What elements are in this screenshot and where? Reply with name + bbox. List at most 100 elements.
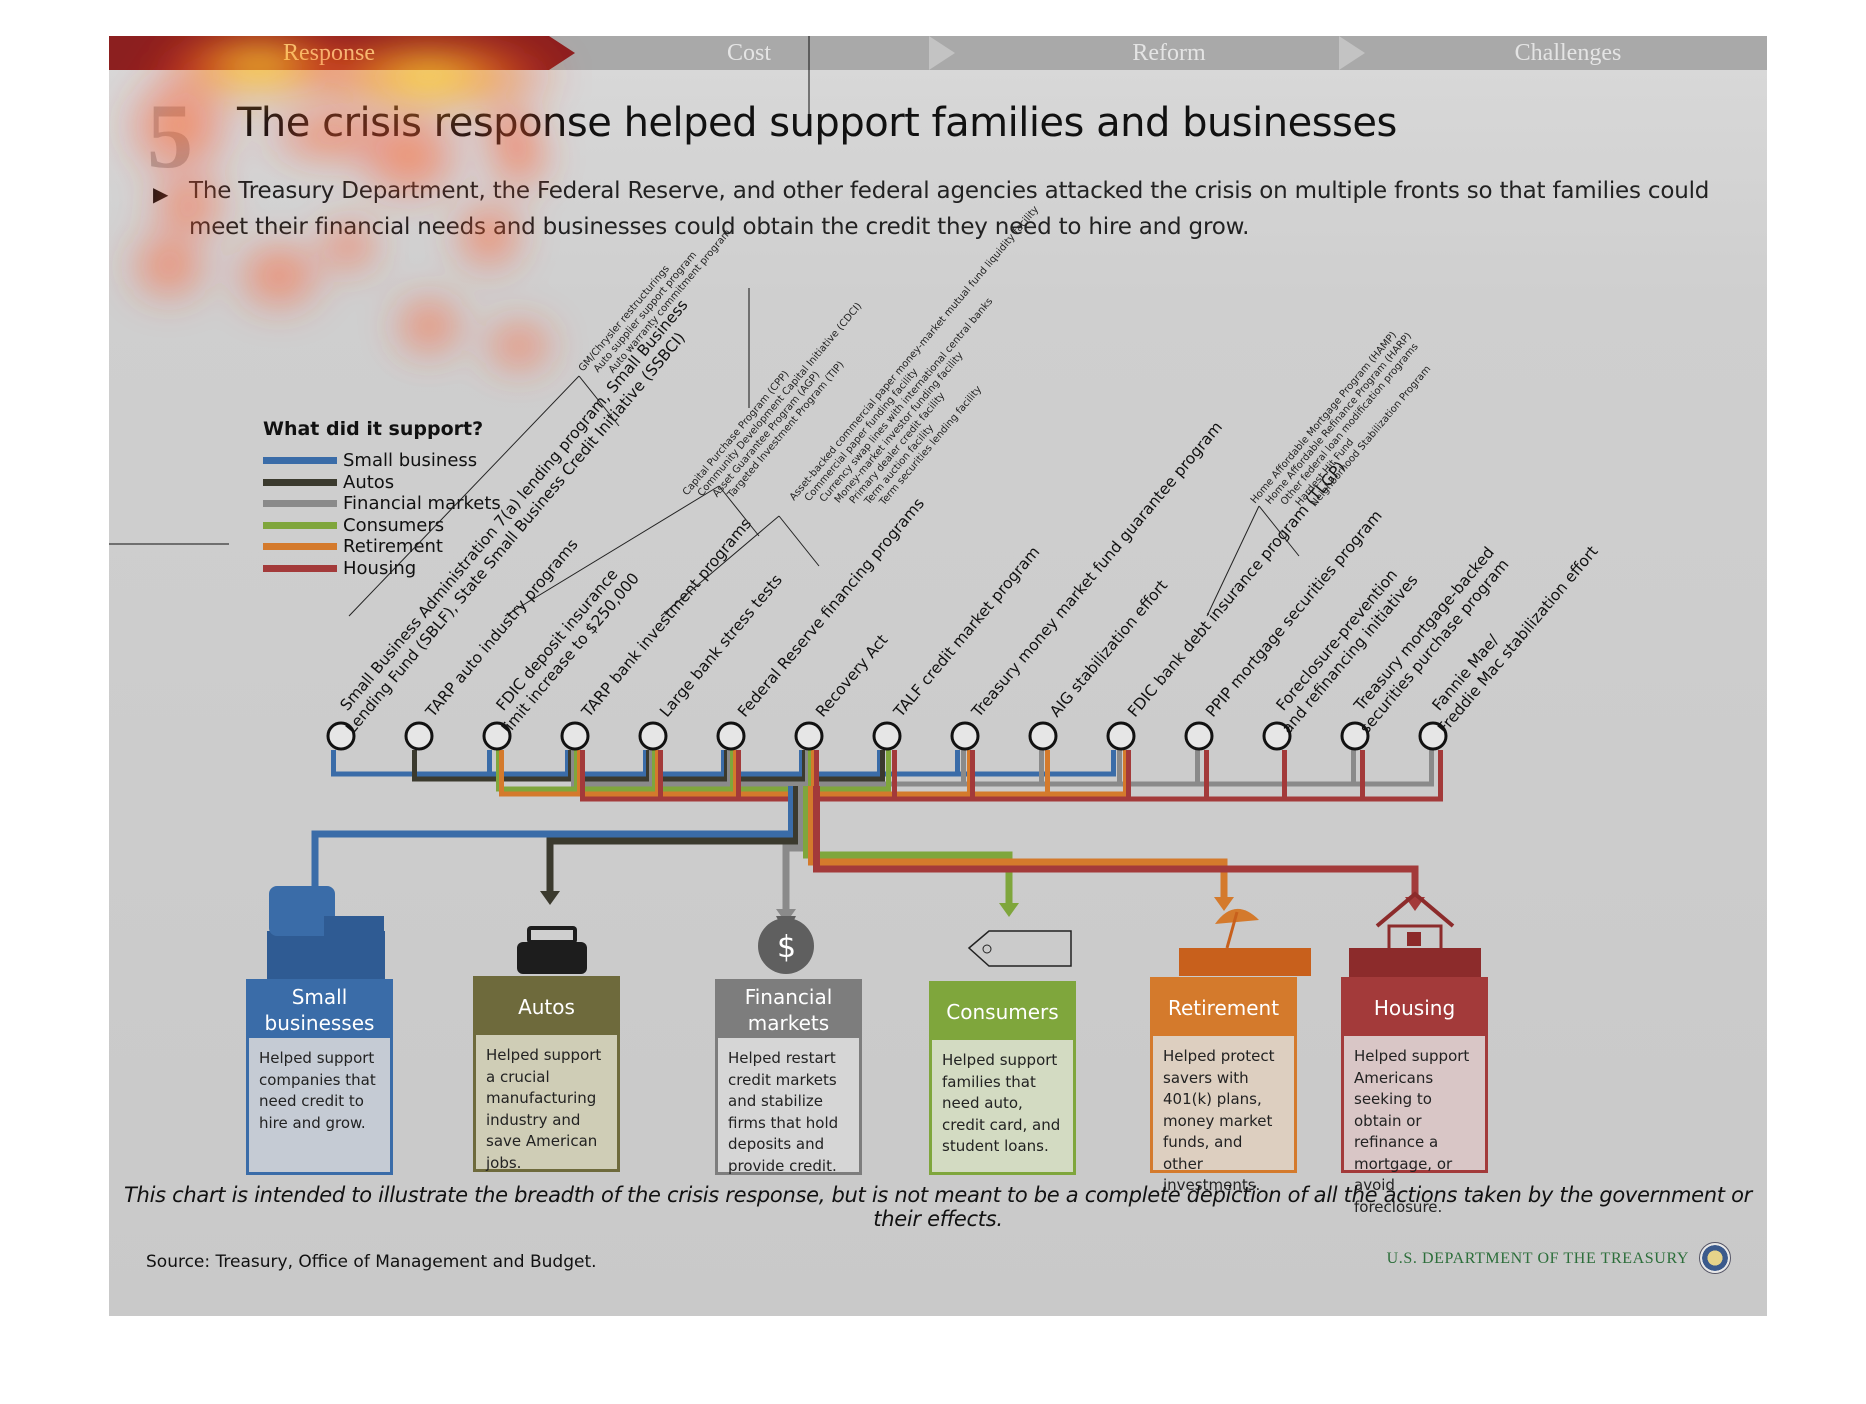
connector-line [733,750,812,797]
treasury-seal-icon [1699,1242,1731,1274]
money-bag-icon [758,918,814,974]
legend-label: Small business [343,450,478,471]
callout-line [660,515,780,617]
price-tag-icon [982,944,992,954]
program-node [326,721,356,751]
program-node [1340,721,1370,751]
program-label: Recovery Act [812,631,891,721]
connector-line [796,750,885,782]
tab-label: Cost [726,40,771,66]
card-title: Autos [476,979,617,1035]
program-label: FDIC deposit insurancelimit increase to … [484,557,643,737]
outcome-arrows [305,786,1425,923]
outcome-arrow-line [808,786,1228,899]
legend-swatch [263,521,337,529]
connector-line [801,750,1434,787]
subprogram-list: Home Affordable Mortgage Program (HAMP)H… [1249,323,1442,537]
dollar-sign-icon: $ [777,930,796,965]
callout-line [1206,505,1260,617]
connector-line [724,750,797,782]
card-text: Helped support families that need auto, … [932,1040,1073,1172]
program-node [794,721,824,751]
connector-line [806,750,891,792]
legend-swatch [263,543,337,550]
legend-item: Housing [263,558,483,580]
program-node [716,721,746,751]
card-title: Consumers [932,984,1073,1040]
connector-line [643,750,792,777]
program-label: Small Business Administration 7(a) lendi… [328,296,706,737]
disclaimer: This chart is intended to illustrate the… [124,1183,1752,1231]
tab-reform[interactable]: Reform [959,36,1379,70]
connector-line [811,750,1128,797]
card-text: Helped protect savers with 401(k) plans,… [1153,1036,1294,1194]
connector-line [721,750,792,777]
connector-line [791,750,804,777]
legend-item: Retirement [263,536,483,558]
beach-umbrella-icon [1225,911,1239,949]
outcome-icons: $ [267,886,1481,979]
program-label: TALF credit market program [890,543,1044,721]
card-financial-markets: Financial markets Helped restart credit … [715,979,862,1175]
cash-register-icon [324,916,384,936]
legend-label: Housing [343,557,417,579]
card-small-businesses: Small businesses Helped support companie… [246,979,393,1175]
program-node [1418,721,1448,751]
legend-item: Small business [263,450,483,472]
callout-bracket [578,375,620,427]
connector-line [727,750,802,787]
beach-umbrella-icon [1179,948,1311,976]
card-housing: Housing Helped support Americans seeking… [1341,977,1488,1216]
connector-line [487,750,792,777]
house-icon [1349,948,1481,978]
price-tag-icon [967,930,1072,967]
program-node [1028,721,1058,751]
program-flow-diagram: Small Business Administration 7(a) lendi… [109,36,1602,979]
house-icon [1387,924,1443,952]
outcome-arrow-line [546,786,800,893]
program-node [560,721,590,751]
arrow-head-icon [1214,897,1234,911]
callout-line [504,485,720,617]
program-node [404,721,434,751]
card-consumers: Consumers Helped support families that n… [929,981,1076,1175]
card-title: Financial markets [718,982,859,1038]
legend-swatch [263,500,337,507]
car-icon [531,930,573,940]
connector-line [565,750,792,777]
outcome-arrow-line [803,786,1013,905]
cash-register-icon [269,886,335,936]
program-nodes: Small Business Administration 7(a) lendi… [326,296,1602,751]
connector-lines [331,750,1443,802]
house-icon [1407,932,1421,946]
program-node [1184,721,1214,751]
arrow-head-icon [540,891,560,905]
program-node [482,721,512,751]
card-text: Helped restart credit markets and stabil… [718,1038,859,1175]
program-node [872,721,902,751]
card-title: Housing [1344,980,1485,1036]
cash-register-icon [267,931,385,979]
tab-label: Challenges [1514,40,1622,66]
legend-item: Autos [263,472,483,494]
callout-bracket [718,485,760,537]
card-retirement: Retirement Helped protect savers with 40… [1150,977,1297,1194]
legend-title: What did it support? [263,418,484,440]
callout-line [348,375,580,617]
callout-bracket [1258,505,1300,557]
legend-label: Consumers [343,514,445,536]
agency-name: U.S. DEPARTMENT OF THE TREASURY [1386,1250,1689,1267]
card-text: Helped support Americans seeking to obta… [1344,1036,1485,1216]
outcome-arrow-line [311,786,795,901]
chevron-right-icon [1339,36,1365,70]
connector-line [791,750,1116,777]
slide: Response Cost Reform Challenges 5 The cr… [109,36,1767,1316]
card-text: Helped support companies that need credi… [249,1038,390,1172]
tab-cost[interactable]: Cost [579,36,919,70]
money-bag-icon [776,916,796,926]
tab-challenges[interactable]: Challenges [1369,36,1767,70]
card-autos: Autos Helped support a crucial manufactu… [473,976,620,1172]
legend-label: Autos [343,471,395,493]
card-text: Helped support a crucial manufacturing i… [476,1035,617,1172]
chevron-right-icon [929,36,955,70]
